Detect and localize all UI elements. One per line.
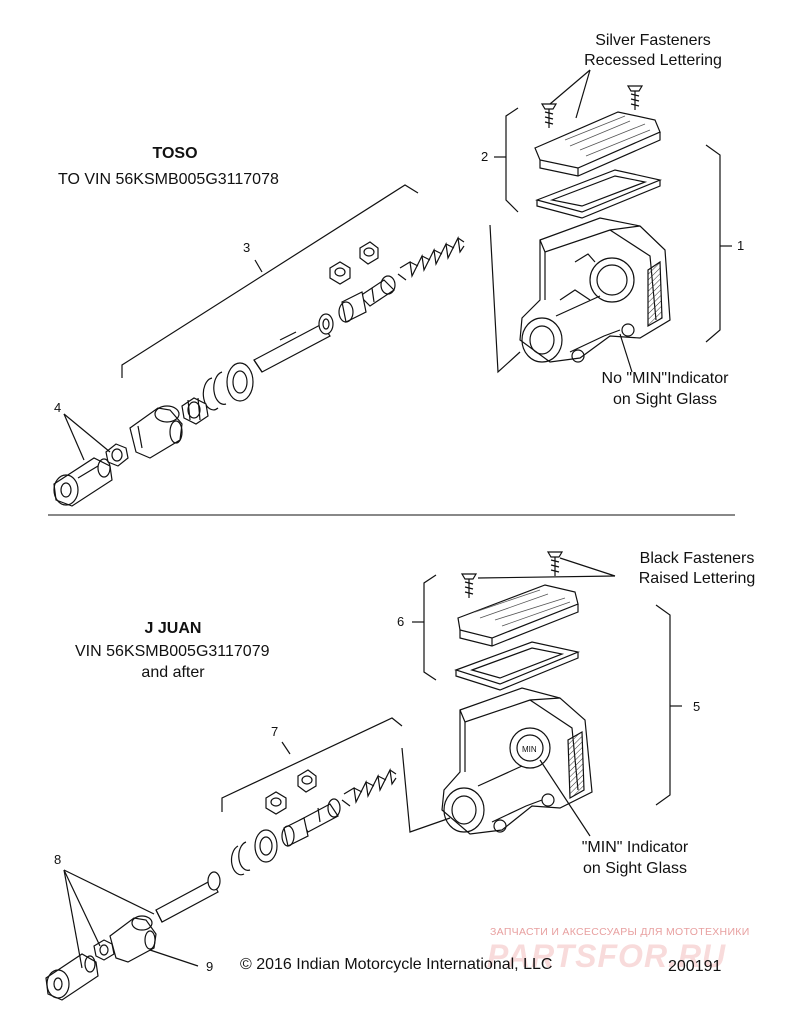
indicator-note-top-line2: on Sight Glass [612, 391, 718, 408]
pushrod-bottom [155, 871, 221, 923]
screw-bottom-left [460, 573, 478, 598]
seal-small-c [265, 791, 287, 815]
clevis-nut-bottom [93, 939, 115, 961]
callout-2: 2 [481, 149, 489, 164]
circlip-bottom [230, 841, 251, 876]
callout-6: 6 [397, 614, 405, 629]
bracket-callout-1 [705, 144, 721, 343]
washer-bottom [254, 829, 278, 863]
screw-top-left [540, 103, 558, 128]
screw-top-right [626, 85, 644, 110]
seal-small-b [359, 241, 379, 265]
piston-bottom [281, 798, 341, 847]
watermark-logo: PARTSFOR.RU [487, 938, 727, 974]
fastener-note-bottom-line1: Black Fasteners [639, 550, 755, 567]
callout-9: 9 [206, 959, 214, 974]
reservoir-cover-top [534, 111, 661, 177]
circlip-top [202, 371, 227, 411]
callout-1: 1 [737, 238, 745, 253]
model-title-bottom: J JUAN [144, 620, 202, 637]
pushrod-top [253, 313, 334, 373]
clevis-bottom [45, 953, 99, 1001]
spring-top [397, 236, 465, 281]
watermark-caption: ЗАПЧАСТИ И АКСЕССУАРЫ ДЛЯ МОТОТЕХНИКИ [490, 926, 750, 938]
model-title-top: TOSO [152, 145, 198, 162]
vin-suffix-bottom: and after [141, 664, 205, 681]
spring-bottom [341, 768, 397, 807]
indicator-note-top-line1: No "MIN"Indicator [601, 370, 729, 387]
screw-bottom-right [546, 551, 564, 576]
vin-range-bottom: VIN 56KSMB005G3117079 [75, 643, 270, 660]
vin-range-top: TO VIN 56KSMB005G3117078 [58, 171, 279, 188]
callout-7: 7 [271, 724, 279, 739]
master-cylinder-body-top [519, 217, 671, 363]
reservoir-gasket-bottom [454, 641, 581, 691]
diagram-number: 200191 [668, 958, 722, 975]
master-cylinder-body-bottom: MIN [441, 687, 593, 835]
indicator-note-bottom-line1: "MIN" Indicator [581, 839, 689, 856]
callout-8: 8 [54, 852, 62, 867]
indicator-note-bottom-line2: on Sight Glass [582, 860, 688, 877]
washer-top [226, 362, 254, 402]
clevis-top [53, 457, 113, 507]
reservoir-gasket-top [535, 169, 662, 219]
bracket-callout-2 [505, 107, 519, 213]
fastener-note-bottom-line2: Raised Lettering [638, 570, 756, 587]
svg-text:MIN: MIN [522, 745, 537, 754]
piston-top [338, 275, 396, 323]
dust-boot-top [129, 405, 183, 459]
seal-small-a [329, 261, 351, 285]
seal-small-d [297, 769, 317, 793]
callout-5: 5 [693, 699, 701, 714]
copyright-text: © 2016 Indian Motorcycle International, … [240, 956, 553, 973]
bracket-callout-3 [121, 184, 419, 378]
callout-4: 4 [54, 400, 62, 415]
jam-nut-top [181, 397, 209, 425]
fastener-note-top-line1: Silver Fasteners [595, 32, 711, 49]
fastener-note-top-line2: Recessed Lettering [584, 52, 722, 69]
reservoir-cover-bottom [457, 584, 579, 647]
bracket-callout-6 [423, 574, 437, 681]
callout-3: 3 [243, 240, 251, 255]
bracket-callout-7 [221, 717, 403, 812]
dust-boot-bottom [109, 915, 157, 963]
bracket-callout-5 [655, 604, 671, 806]
